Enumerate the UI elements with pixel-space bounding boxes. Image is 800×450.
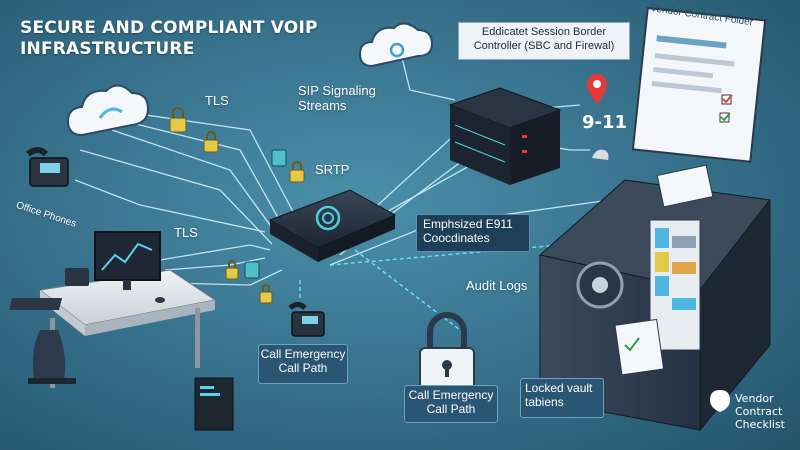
brand-line-2: Contract [735, 405, 783, 418]
sbc-label: Eddicatet Session Border Controller (SBC… [458, 22, 630, 60]
shield-icon [710, 390, 730, 412]
lock-icon [169, 107, 187, 133]
locked-vault-label: Locked vault tabiens [520, 378, 604, 418]
phone-icon [288, 302, 325, 337]
title-line-2: INFRASTRUCTURE [20, 39, 195, 59]
lock-icon [225, 260, 239, 280]
tls-label-top: TLS [205, 93, 229, 108]
page-title: SECURE AND COMPLIANT VOIP INFRASTRUCTURE [20, 18, 318, 60]
lock-icon [259, 284, 273, 304]
e911-coordinates-label: Emphsized E911 Coocdinates [416, 214, 530, 252]
call-path-label-center: Call Emergency Call Path [404, 385, 498, 423]
title-line-1: SECURE AND COMPLIANT VOIP [20, 18, 318, 38]
router-icon [268, 189, 397, 262]
lock-icon [289, 161, 305, 183]
shield-icon [244, 261, 260, 279]
brand-line-3: Checklist [735, 418, 785, 431]
lock-icon [419, 312, 475, 391]
sip-signaling-label: SIP Signaling Streams [298, 83, 376, 113]
e911-label: 9-11 [582, 112, 628, 133]
location-pin-icon [587, 74, 607, 104]
brand-line-1: Vendor [735, 392, 774, 405]
cloud-icon [358, 22, 434, 68]
shield-icon [271, 149, 287, 167]
audit-logs-label: Audit Logs [466, 278, 528, 293]
brand-logo: Vendor Contract Checklist [735, 392, 785, 431]
desk-icon [8, 231, 234, 431]
tls-label-left: TLS [174, 225, 198, 240]
phone-icon [26, 147, 69, 187]
call-path-label-left: Call Emergency Call Path [258, 344, 348, 384]
document-icon [631, 7, 767, 163]
cloud-icon [66, 84, 150, 137]
lock-icon [203, 131, 219, 153]
bell-icon [592, 149, 609, 160]
glow-lines [299, 244, 621, 331]
checkbox-icon [719, 94, 733, 123]
server-icon [448, 87, 562, 185]
srtp-label: SRTP [315, 162, 350, 177]
